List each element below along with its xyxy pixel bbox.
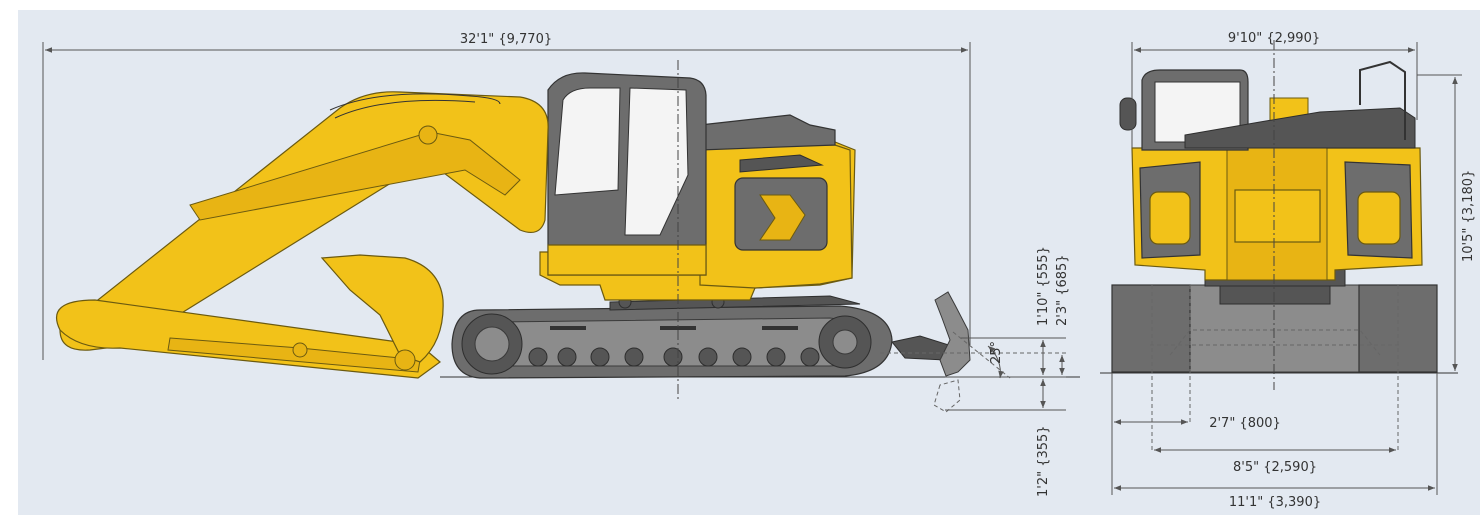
cab-front-window (554, 87, 621, 196)
boom-arm-side (55, 91, 549, 379)
track-assembly-side (451, 295, 893, 379)
label-track-shoe-width: 2'7" {800} (1209, 416, 1281, 431)
label-blade-height: 2'3" {685} (1055, 254, 1070, 326)
label-track-gauge: 8'5" {2,590} (1233, 460, 1317, 475)
dimension-lines (42, 42, 1462, 495)
dimension-labels: 32'1" {9,770} 1'10" {555} 2'3" {685} 25°… (460, 31, 1476, 510)
bucket (320, 254, 444, 363)
dozer-blade-side (891, 291, 971, 413)
excavator-front-view (1100, 40, 1458, 450)
label-overall-width-top: 9'10" {2,990} (1228, 31, 1320, 46)
track-rollers (528, 347, 820, 367)
upper-structure-side (539, 72, 856, 301)
side-mirror (1119, 97, 1137, 131)
label-blade-lift-height: 1'10" {555} (1036, 246, 1051, 326)
bucket-cylinder (167, 337, 421, 373)
cab-side-window (624, 87, 689, 236)
label-overall-height: 10'5" {3,180} (1461, 170, 1476, 262)
excavator-side-view (55, 60, 1080, 413)
label-blade-drop-depth: 1'2" {355} (1036, 425, 1051, 497)
label-blade-tilt-angle: 25° (989, 341, 1004, 364)
label-blade-width: 11'1" {3,390} (1229, 495, 1321, 510)
label-overall-length: 32'1" {9,770} (460, 32, 552, 47)
left-track-front (1111, 284, 1191, 373)
